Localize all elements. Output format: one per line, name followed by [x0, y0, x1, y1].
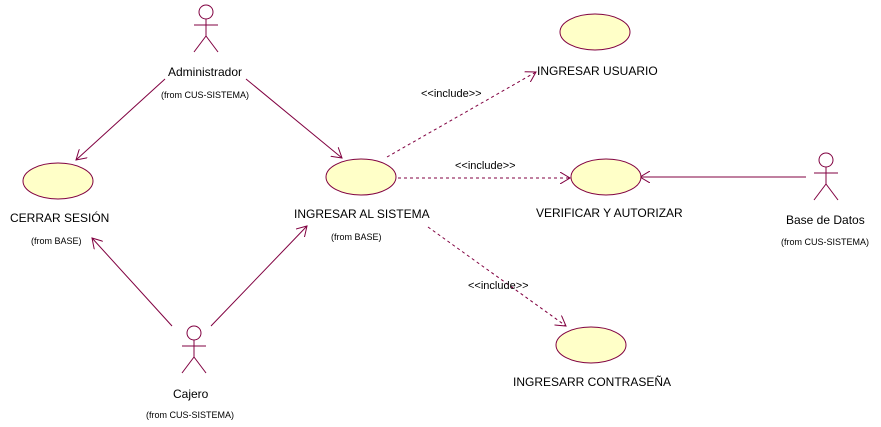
usecase-verificar-autorizar[interactable] — [570, 158, 642, 196]
actor-cajero-icon[interactable] — [181, 325, 207, 374]
include-contrasena-line[interactable] — [427, 226, 566, 326]
usecase-ingresar-sistema[interactable] — [325, 158, 397, 196]
usecase-ingresar-usuario[interactable] — [559, 13, 631, 51]
usecase-ingresar-sistema-from: (from BASE) — [331, 232, 382, 242]
usecase-ingresar-contrasena-name: INGRESARR CONTRASEÑA — [513, 375, 672, 389]
include-usuario-line[interactable] — [386, 72, 536, 158]
usecase-ingresar-contrasena[interactable] — [555, 326, 627, 364]
actor-cajero-from: (from CUS-SISTEMA) — [146, 410, 235, 420]
actor-cajero-name: Cajero — [173, 387, 209, 401]
actor-base-de-datos-icon[interactable] — [813, 152, 839, 201]
include-usuario-label: <<include>> — [421, 88, 482, 100]
association-admin-ingresar[interactable] — [245, 78, 342, 158]
usecase-ingresar-usuario-name: INGRESAR USUARIO — [537, 64, 658, 78]
association-admin-cerrar[interactable] — [76, 78, 166, 160]
actor-base-de-datos-from: (from CUS-SISTEMA) — [781, 237, 870, 247]
actor-base-de-datos-name: Base de Datos — [786, 213, 865, 227]
usecase-cerrar-sesion-from: (from BASE) — [31, 236, 82, 246]
usecase-cerrar-sesion[interactable] — [22, 162, 94, 200]
association-cajero-ingresar[interactable] — [210, 226, 307, 327]
actor-administrador-icon[interactable] — [193, 4, 219, 53]
usecase-cerrar-sesion-name: CERRAR SESIÓN — [10, 211, 110, 225]
association-cajero-cerrar[interactable] — [92, 238, 173, 327]
include-verificar-label: <<include>> — [455, 160, 516, 172]
actor-administrador-name: Administrador — [168, 65, 243, 79]
actor-administrador-from: (from CUS-SISTEMA) — [161, 90, 250, 100]
include-contrasena-label: <<include>> — [468, 280, 529, 292]
usecase-ingresar-sistema-name: INGRESAR AL SISTEMA — [294, 207, 430, 221]
usecase-verificar-autorizar-name: VERIFICAR Y AUTORIZAR — [536, 206, 683, 220]
